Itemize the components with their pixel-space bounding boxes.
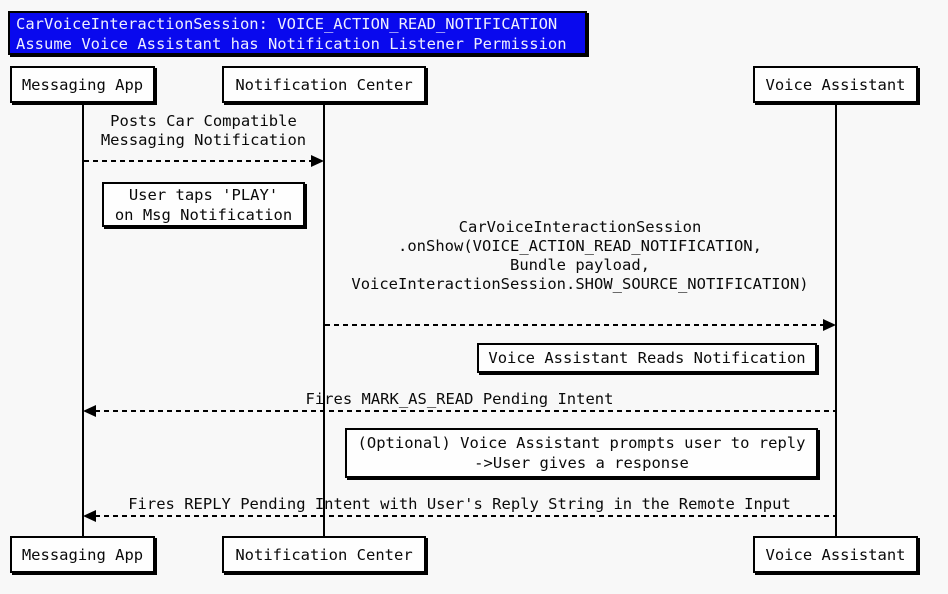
arrow-line-posts-notification bbox=[84, 160, 314, 162]
diagram-title-line2: Assume Voice Assistant has Notification … bbox=[16, 35, 567, 53]
participant-notification-center-top: Notification Center bbox=[222, 66, 426, 103]
participant-label: Voice Assistant bbox=[765, 545, 906, 564]
lifeline-notification-center bbox=[323, 103, 325, 536]
note-voice-assistant-reads-notification: Voice Assistant Reads Notification bbox=[477, 343, 817, 373]
arrow-line-mark-as-read bbox=[95, 410, 835, 412]
arrowhead-left-icon bbox=[83, 405, 96, 417]
message-posts-car-compatible-notification: Posts Car Compatible Messaging Notificat… bbox=[100, 112, 307, 149]
message-onshow-voice-action: CarVoiceInteractionSession .onShow(VOICE… bbox=[351, 218, 809, 293]
participant-label: Messaging App bbox=[21, 75, 144, 94]
participant-label: Notification Center bbox=[235, 75, 413, 94]
participant-voice-assistant-top: Voice Assistant bbox=[753, 66, 918, 103]
participant-notification-center-bottom: Notification Center bbox=[222, 536, 426, 573]
arrowhead-right-icon bbox=[311, 155, 324, 167]
lifeline-voice-assistant bbox=[835, 103, 837, 536]
lifeline-messaging-app bbox=[82, 103, 84, 536]
participant-label: Notification Center bbox=[235, 545, 413, 564]
arrow-line-reply bbox=[95, 515, 835, 517]
participant-messaging-app-bottom: Messaging App bbox=[10, 536, 155, 573]
participant-voice-assistant-bottom: Voice Assistant bbox=[753, 536, 918, 573]
participant-label: Voice Assistant bbox=[765, 75, 906, 94]
diagram-title-banner: CarVoiceInteractionSession: VOICE_ACTION… bbox=[8, 11, 587, 55]
note-user-taps-play: User taps 'PLAY' on Msg Notification bbox=[102, 182, 305, 227]
arrowhead-right-icon bbox=[823, 319, 836, 331]
arrow-line-onshow bbox=[325, 324, 824, 326]
participant-label: Messaging App bbox=[21, 545, 144, 564]
participant-messaging-app-top: Messaging App bbox=[10, 66, 155, 103]
note-optional-prompt-reply: (Optional) Voice Assistant prompts user … bbox=[345, 428, 818, 478]
message-fires-mark-as-read: Fires MARK_AS_READ Pending Intent bbox=[305, 390, 614, 408]
diagram-title-line1: CarVoiceInteractionSession: VOICE_ACTION… bbox=[16, 15, 558, 33]
arrowhead-left-icon bbox=[83, 510, 96, 522]
message-fires-reply-pending-intent: Fires REPLY Pending Intent with User's R… bbox=[128, 495, 791, 513]
